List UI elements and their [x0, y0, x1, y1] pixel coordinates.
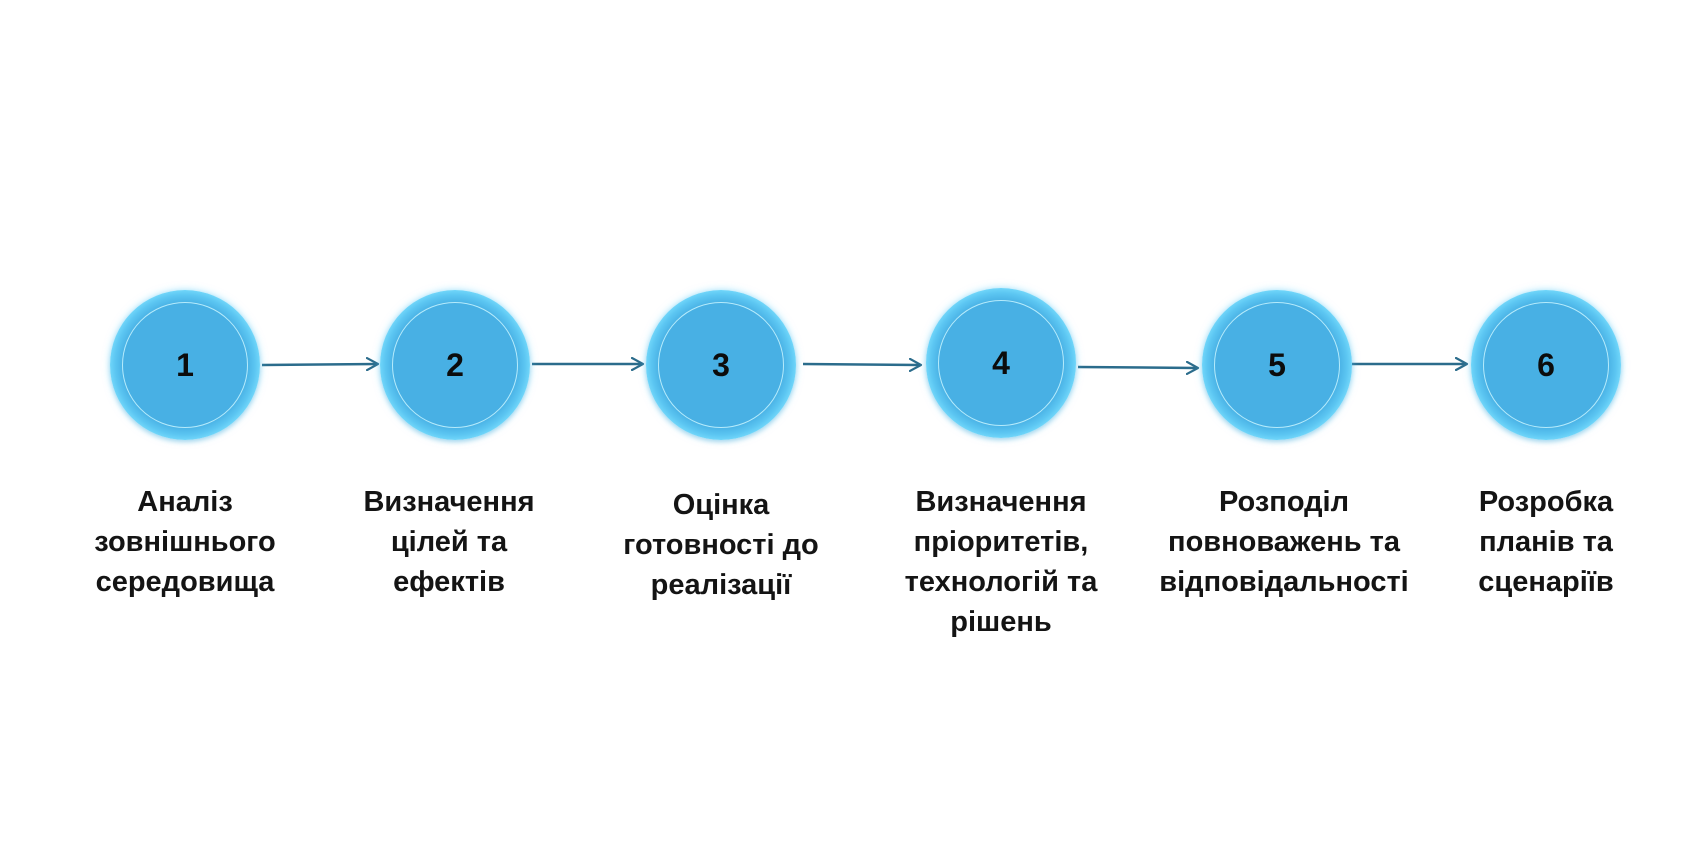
step-label-line: Розробка	[1478, 486, 1614, 518]
step-label-line: Визначення	[915, 486, 1087, 518]
step-circle	[110, 290, 260, 440]
step-1-node: 1	[110, 290, 260, 440]
step-2-node: 2	[380, 290, 530, 440]
arrow-4-5	[1077, 367, 1197, 368]
step-number: 5	[1268, 347, 1286, 383]
step-number: 1	[176, 347, 194, 383]
step-label-line: готовності до	[623, 529, 819, 561]
step-number: 6	[1537, 347, 1555, 383]
step-label-line: технологій та	[904, 566, 1098, 598]
step-6-label: Розробка планів та сценаріїв	[1401, 482, 1691, 602]
step-label-line: повноважень та	[1168, 526, 1400, 558]
step-circle	[646, 290, 796, 440]
step-label-line: рішень	[950, 606, 1052, 638]
step-1-label: Аналіз зовнішнього середовища	[40, 482, 330, 602]
step-label-line: реалізації	[650, 569, 792, 601]
step-label-line: планів та	[1479, 526, 1613, 558]
step-number: 2	[446, 347, 464, 383]
step-label-line: сценаріїв	[1478, 566, 1614, 598]
arrow-1-2	[261, 364, 377, 365]
step-3-label: Оцінка готовності до реалізації	[576, 485, 866, 605]
step-label-line: середовища	[95, 566, 275, 598]
step-label-line: Аналіз	[137, 486, 233, 518]
step-circle	[1471, 290, 1621, 440]
step-6-node: 6	[1471, 290, 1621, 440]
step-3-node: 3	[646, 290, 796, 440]
step-label-line: ефектів	[393, 566, 505, 598]
step-label-line: відповідальності	[1159, 566, 1409, 598]
step-2-label: Визначення цілей та ефектів	[304, 482, 594, 602]
arrow-3-4	[802, 364, 920, 365]
step-5-label: Розподіл повноважень та відповідальності	[1139, 482, 1429, 602]
step-number: 4	[992, 345, 1010, 381]
step-circle	[380, 290, 530, 440]
step-label-line: Визначення	[363, 486, 535, 518]
step-number: 3	[712, 347, 730, 383]
step-4-node: 4	[926, 288, 1076, 438]
step-circle	[926, 288, 1076, 438]
step-label-line: Розподіл	[1218, 486, 1350, 518]
step-circle	[1202, 290, 1352, 440]
step-label-line: цілей та	[390, 526, 508, 558]
step-5-node: 5	[1202, 290, 1352, 440]
step-label-line: зовнішнього	[94, 526, 276, 558]
step-label-line: Оцінка	[672, 489, 770, 521]
step-4-label: Визначення пріоритетів, технологій та рі…	[856, 482, 1146, 642]
step-label-line: пріоритетів,	[913, 526, 1089, 558]
